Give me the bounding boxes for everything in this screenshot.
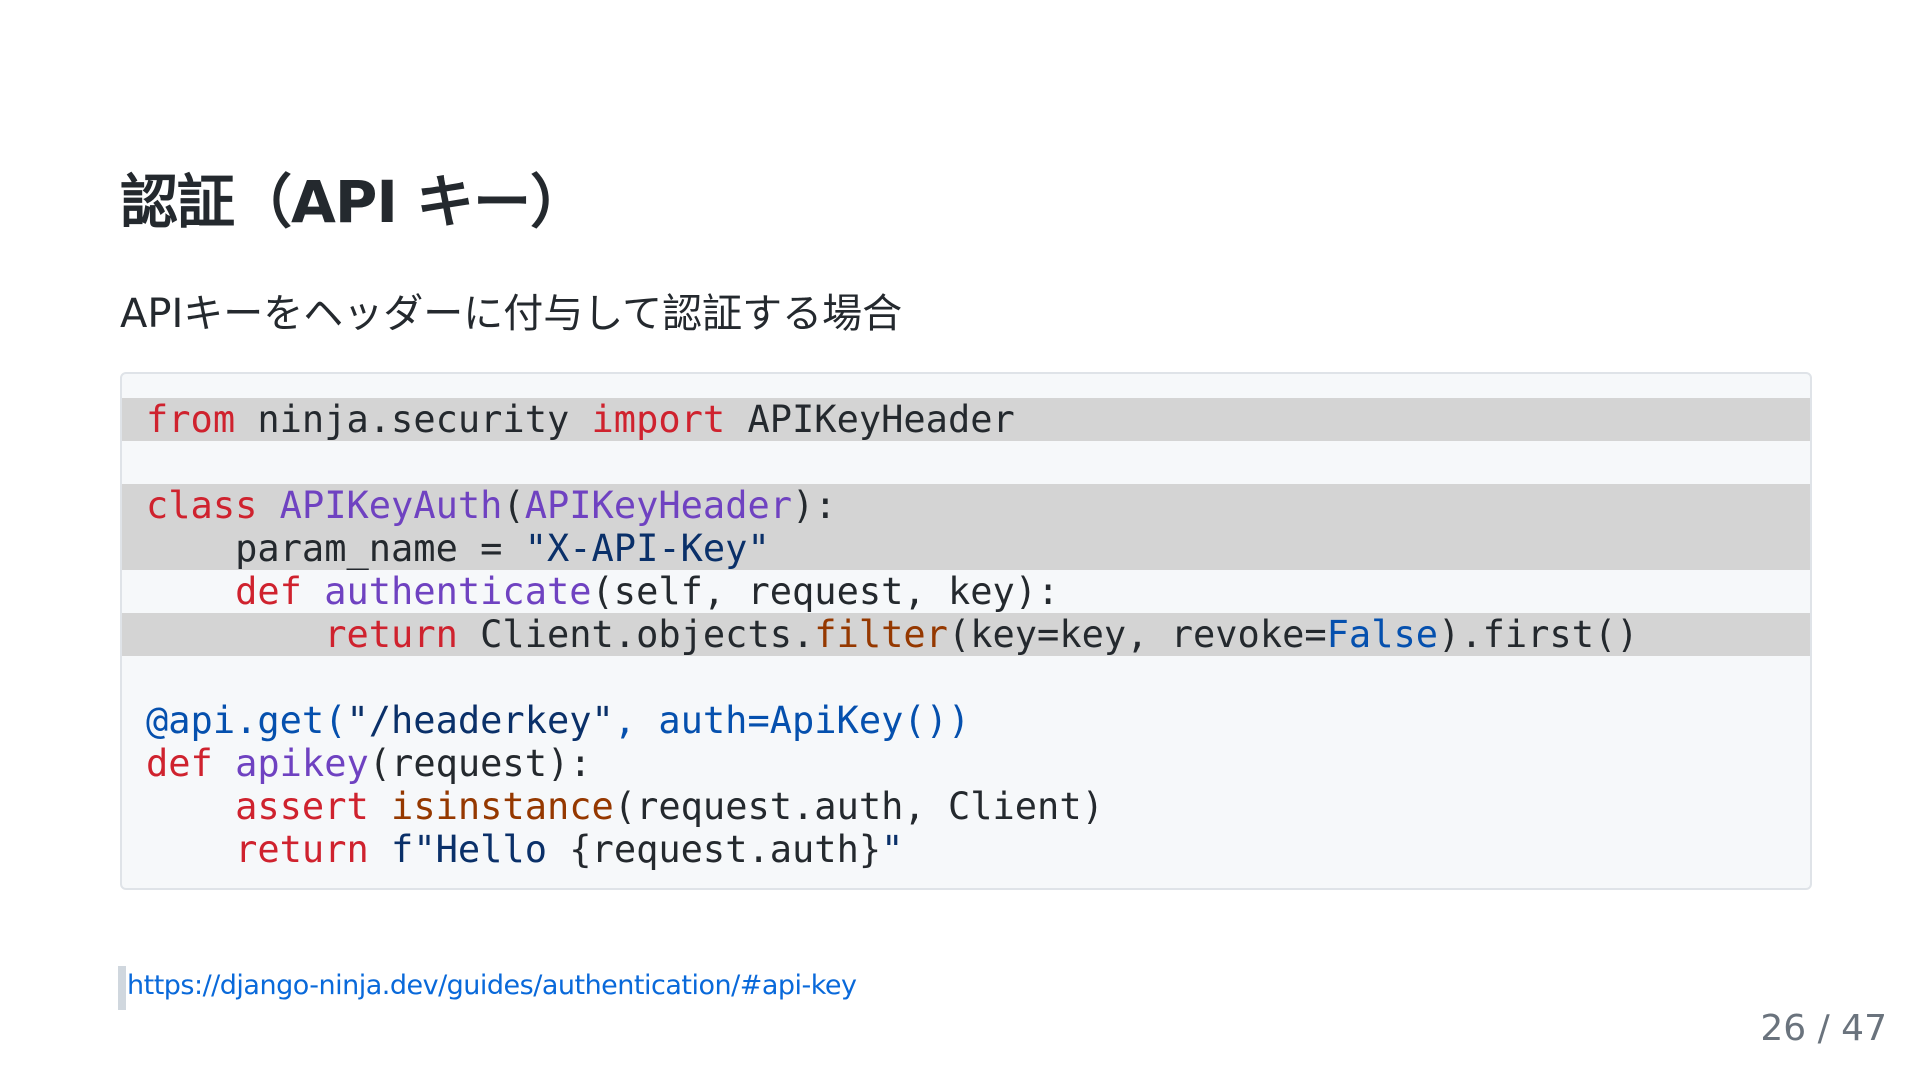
code-token [146,570,235,613]
code-token: APIKeyHeader [524,484,793,527]
code-token [369,828,391,871]
code-token: " [881,828,904,871]
code-token: "X-API-Key" [524,527,770,570]
reference-link[interactable]: https://django-ninja.dev/guides/authenti… [127,970,857,1001]
code-token: from [146,398,236,441]
code-token: authenticate [324,570,592,613]
code-token: , auth=ApiKey()) [613,699,971,742]
code-token [146,785,235,828]
code-token [146,828,235,871]
code-token: filter [814,613,948,656]
slide-title: 認証（API キー） [120,168,588,236]
code-token: (request.auth, Client) [613,785,1104,828]
code-line-8: @api.get("/headerkey", auth=ApiKey()) [122,699,1810,742]
code-token: (request): [368,742,592,785]
code-line-10: assert isinstance(request.auth, Client) [122,785,1810,828]
code-token: return [324,613,458,656]
code-line-3: class APIKeyAuth(APIKeyHeader): [122,484,1810,527]
code-token: ).first() [1438,613,1639,656]
code-line-6: return Client.objects.filter(key=key, re… [122,613,1810,656]
code-token: class [146,484,258,527]
code-line-4: param_name = "X-API-Key" [122,527,1810,570]
code-token: Client.objects. [457,613,815,656]
code-line-7-blank [122,656,1810,699]
code-token: (self, request, key): [591,570,1060,613]
code-token [146,613,324,656]
code-token: ( [502,484,525,527]
code-token: {request.auth} [569,828,882,871]
code-token: param_name = [146,527,525,570]
code-token: f"Hello [391,828,570,871]
code-token: def [146,742,213,785]
code-token: False [1326,613,1439,656]
link-quote-bar [118,966,126,1010]
code-line-2-blank [122,441,1810,484]
code-token [302,570,324,613]
code-token [369,785,391,828]
code-token: apikey [235,742,369,785]
code-token: isinstance [391,785,614,828]
code-token: import [591,398,726,441]
code-token: ): [792,484,837,527]
code-token [213,742,235,785]
code-token: def [235,570,302,613]
code-token: APIKeyHeader [725,398,1015,441]
code-token: (key=key, revoke= [947,613,1327,656]
slide-subtitle: APIキーをヘッダーに付与して認証する場合 [120,291,903,337]
code-line-11: return f"Hello {request.auth}" [122,828,1810,871]
code-token: return [235,828,369,871]
code-token: APIKeyAuth [279,484,503,527]
code-token: @api.get( [146,699,347,742]
code-token: ninja.security [235,398,592,441]
code-line-1: from ninja.security import APIKeyHeader [122,398,1810,441]
code-line-9: def apikey(request): [122,742,1810,785]
code-token [257,484,279,527]
page-number: 26 / 47 [1760,1008,1887,1049]
code-token: assert [235,785,369,828]
code-token: "/headerkey" [346,699,614,742]
code-line-5: def authenticate(self, request, key): [122,570,1810,613]
code-block: from ninja.security import APIKeyHeader … [120,372,1812,890]
